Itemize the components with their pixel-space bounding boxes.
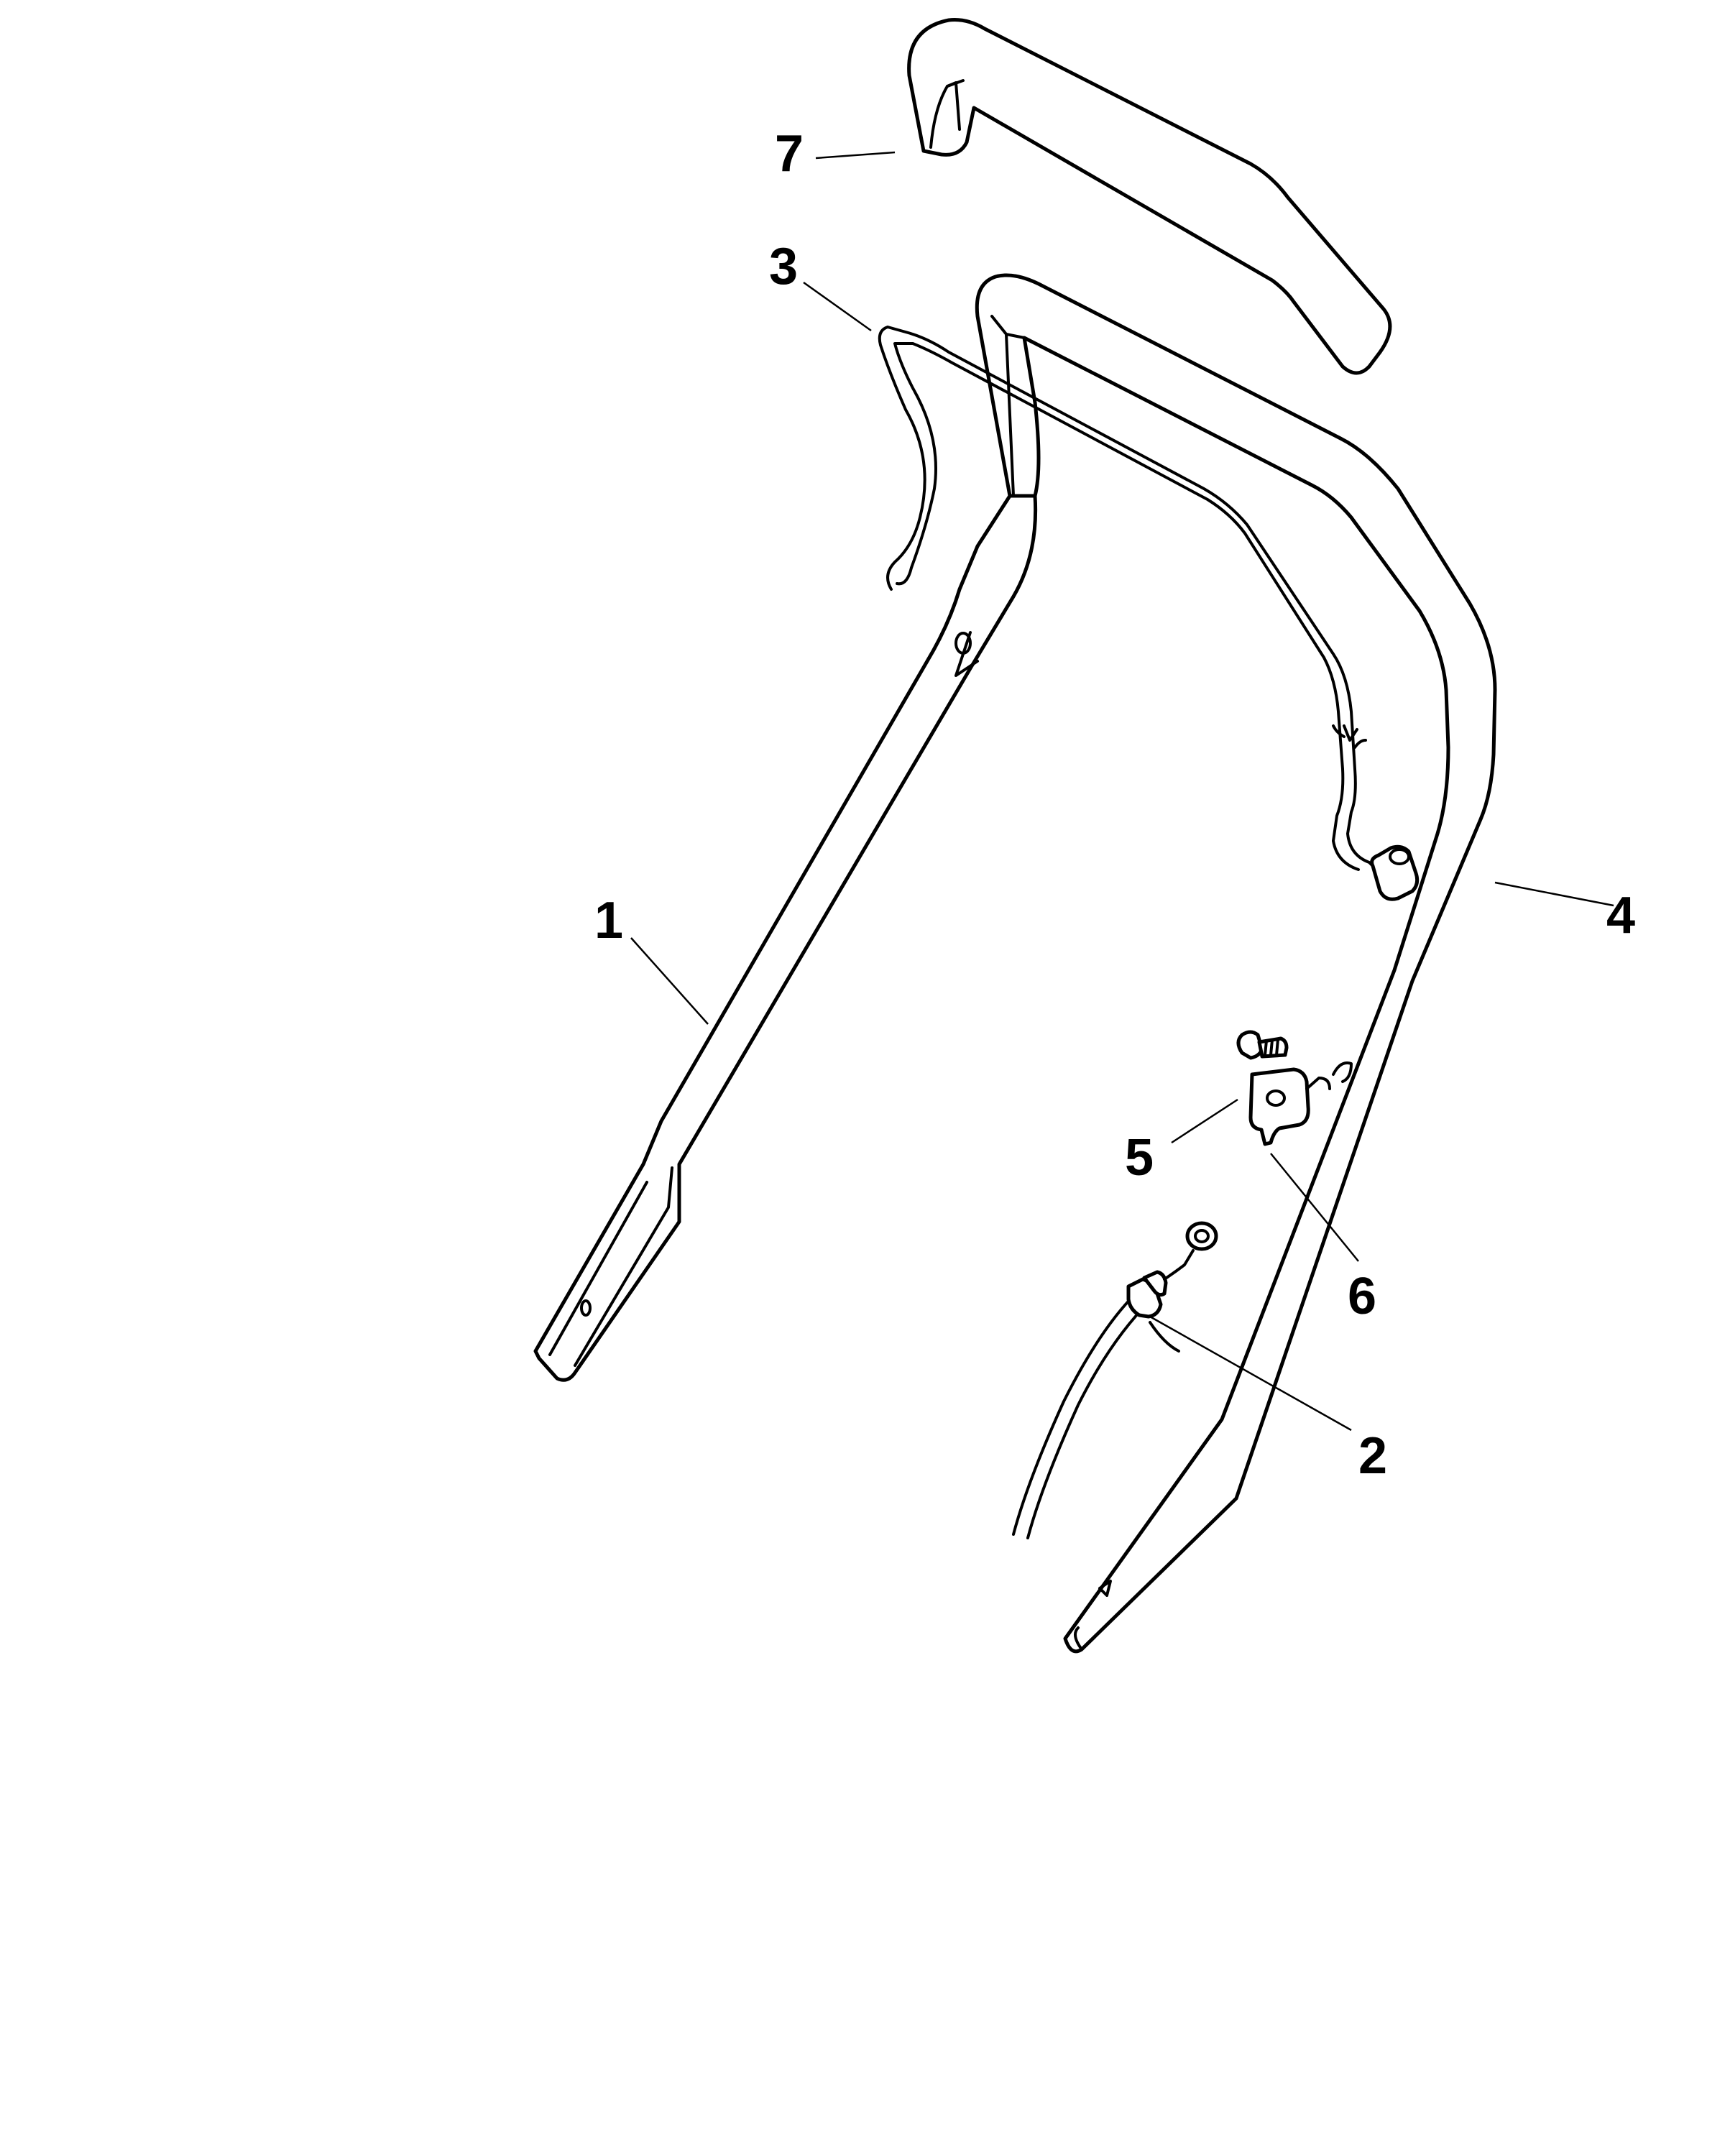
leader-line-1 bbox=[630, 937, 709, 1025]
bushing-part bbox=[1370, 844, 1420, 901]
callout-label-3: 3 bbox=[769, 238, 798, 295]
right-handle-frame-part bbox=[975, 273, 1497, 1654]
leader-lines bbox=[630, 151, 1614, 1432]
leader-line-2 bbox=[1149, 1315, 1352, 1432]
callout-label-6: 6 bbox=[1348, 1268, 1376, 1325]
callout-label-1: 1 bbox=[594, 892, 623, 949]
leader-line-3 bbox=[803, 281, 872, 332]
callout-label-2: 2 bbox=[1358, 1427, 1387, 1485]
leader-line-7 bbox=[815, 151, 896, 160]
drive-lever-wire-part bbox=[878, 326, 1378, 871]
callout-label-4: 4 bbox=[1606, 887, 1635, 944]
leader-line-6 bbox=[1270, 1153, 1359, 1262]
bolt-part bbox=[1236, 1030, 1289, 1060]
control-cable-part bbox=[1012, 1221, 1218, 1539]
handle-grip-part bbox=[907, 18, 1392, 375]
callout-label-5: 5 bbox=[1125, 1129, 1154, 1187]
cable-clip-part bbox=[1248, 1061, 1353, 1146]
callout-label-7: 7 bbox=[775, 125, 804, 183]
leader-line-5 bbox=[1171, 1098, 1238, 1144]
leader-line-4 bbox=[1494, 881, 1614, 907]
left-handle-leg-part bbox=[533, 494, 1038, 1382]
